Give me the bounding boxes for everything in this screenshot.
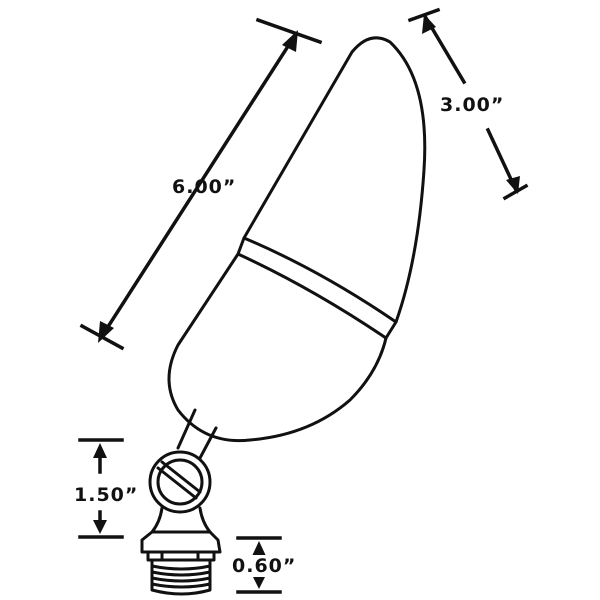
dimension-6in [79,17,323,351]
fixture-arm [176,408,218,460]
fixture-lower-body [167,252,388,443]
label-knuckle-height: 1.50” [74,484,139,506]
label-overall-length: 6.00” [172,176,237,198]
label-thread-height: 0.60” [230,555,299,577]
threads [150,558,212,596]
knuckle-neck [150,506,212,534]
dimension-3in [407,7,529,201]
knuckle-screw [156,458,204,506]
fixture-band [236,236,398,340]
label-head-diameter: 3.00” [440,94,505,116]
dimension-1-5in [78,438,124,539]
nut [140,530,222,562]
screw-slot [156,460,202,500]
knuckle-outer [148,450,212,514]
fixture-head-cap [242,36,427,324]
